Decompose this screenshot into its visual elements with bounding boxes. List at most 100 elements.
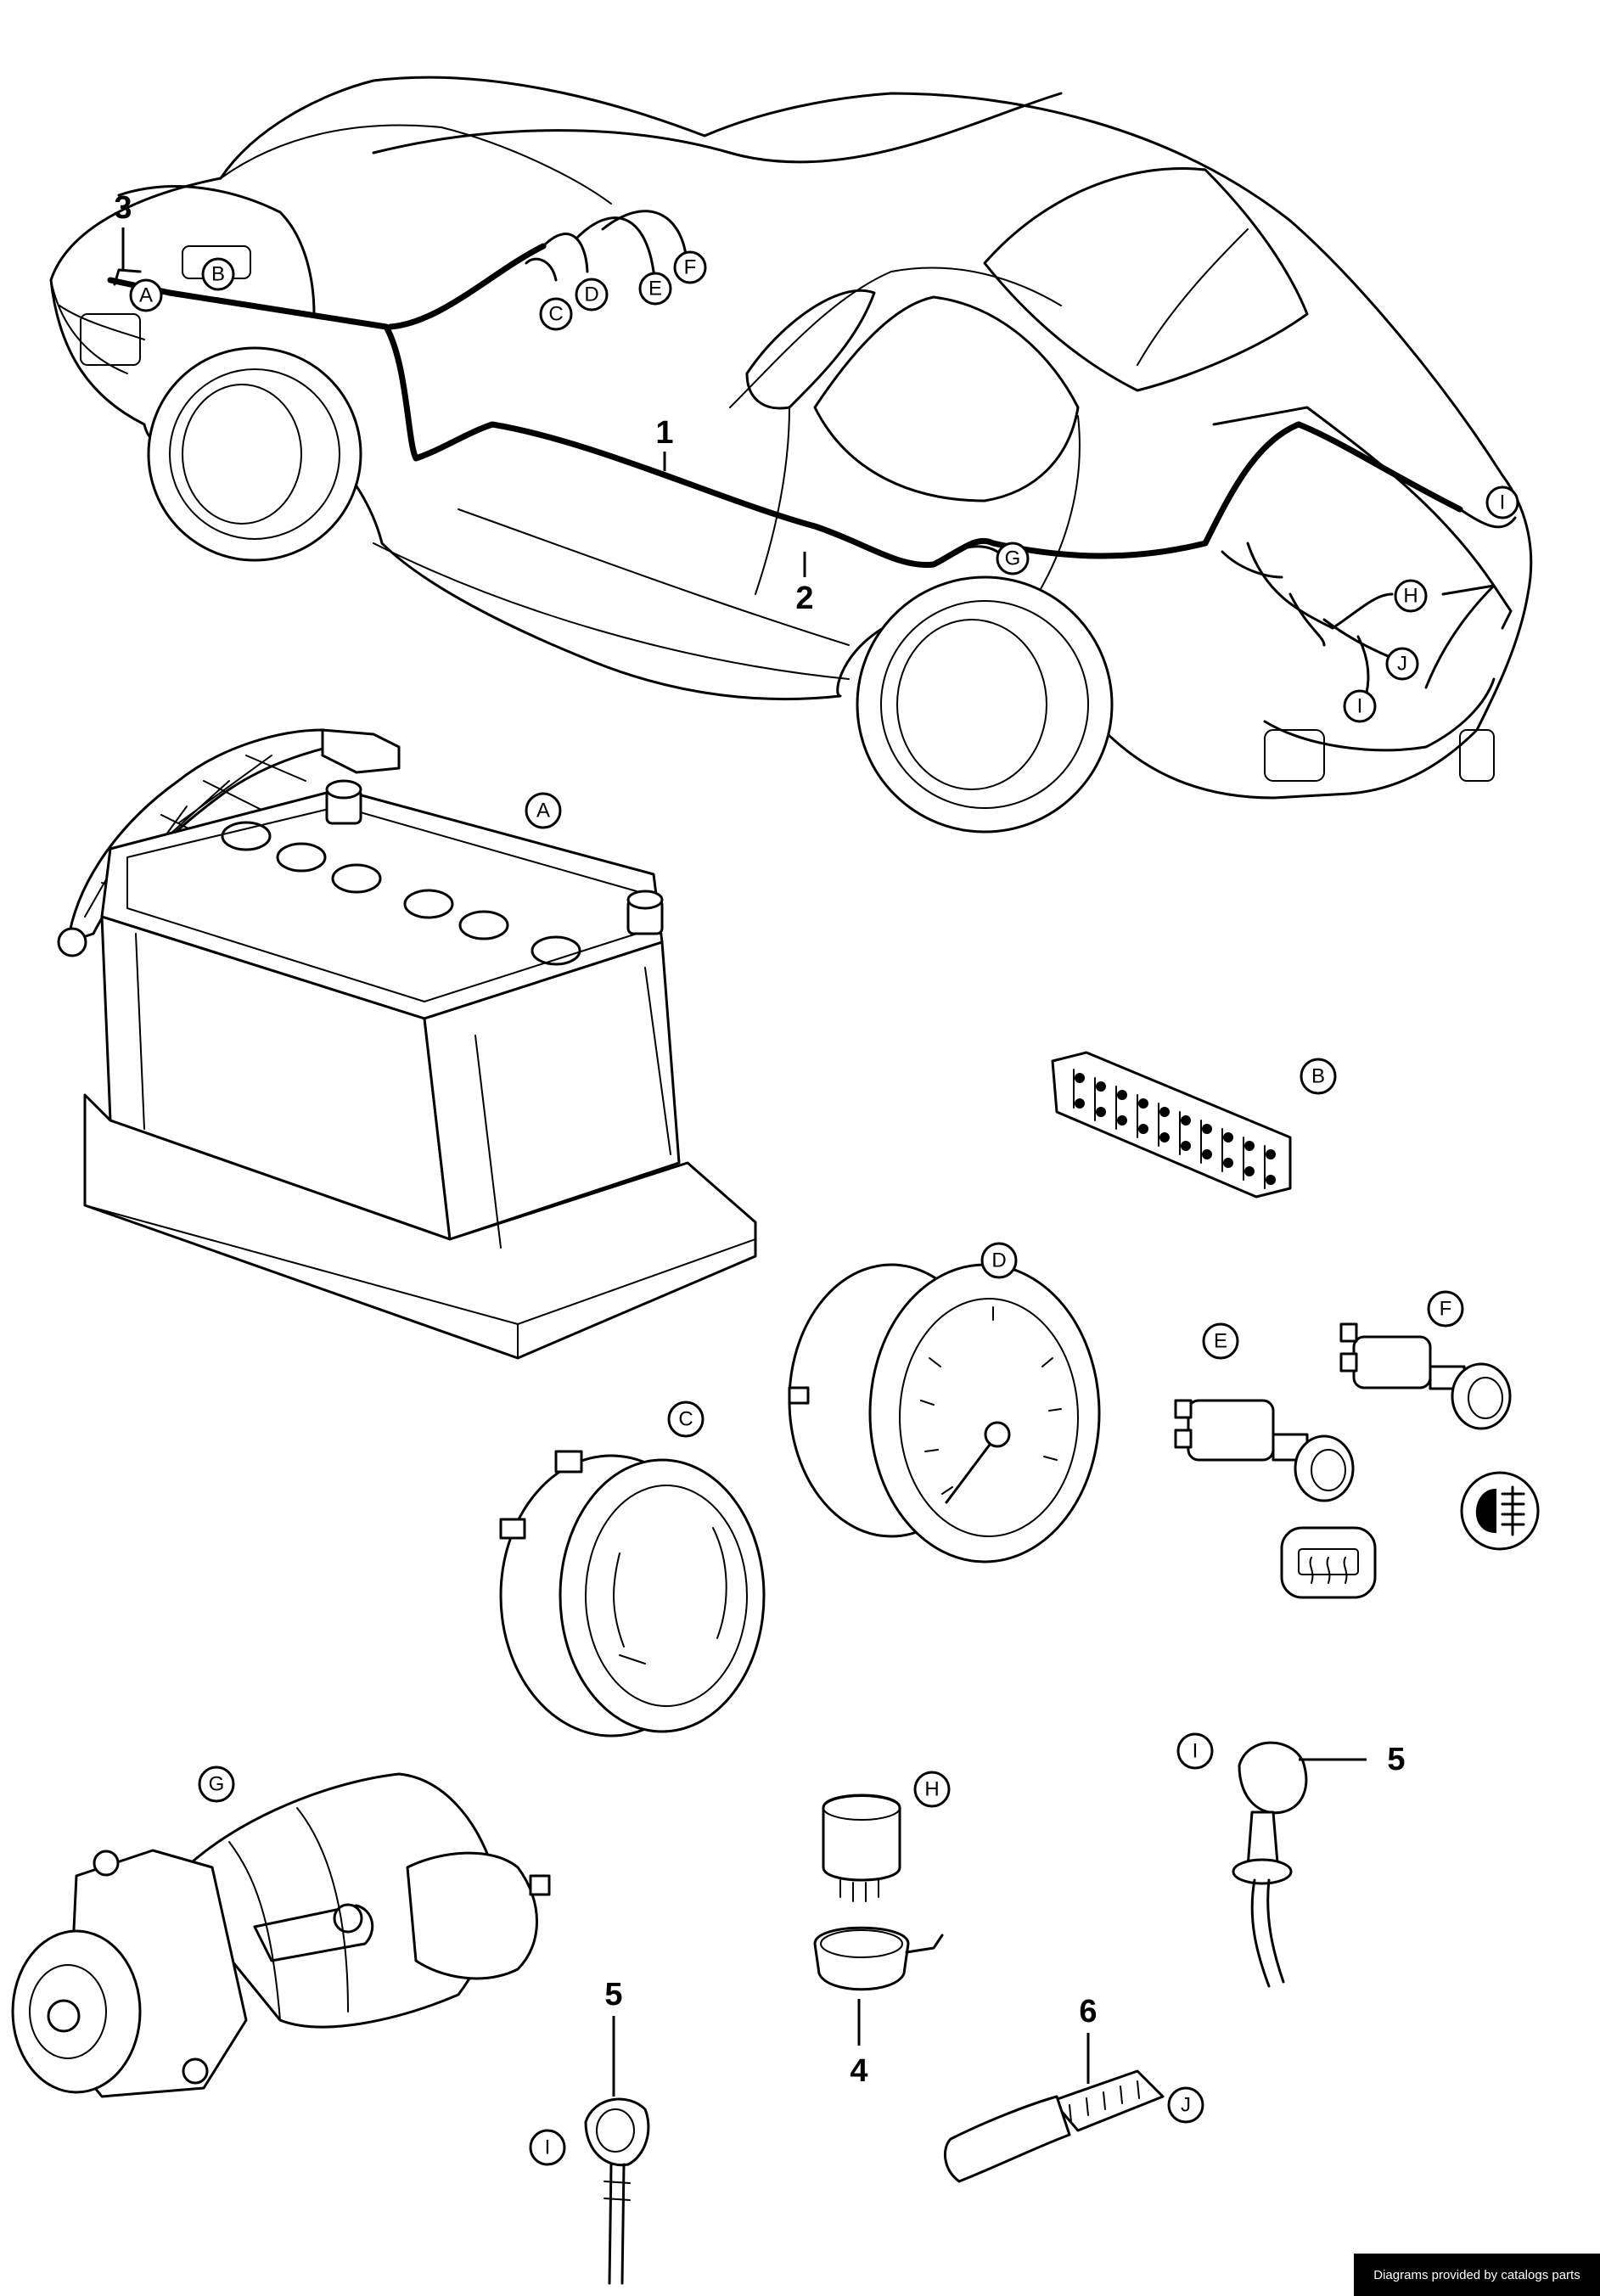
branch-wire-D (542, 233, 589, 273)
gauge-D-terminal (788, 1386, 810, 1405)
car-callout-I-top: I (1485, 486, 1519, 519)
part-callout-D: D (980, 1242, 1018, 1279)
switch-E-body (1187, 1399, 1275, 1462)
switch-E-knob-inner (1311, 1449, 1346, 1491)
part-callout-G: G (198, 1766, 235, 1803)
relay-socket-top (820, 1929, 903, 1958)
gauge-C-bezel (559, 1458, 766, 1733)
switch-F-terminal-b (1339, 1352, 1358, 1373)
fuse-box-terminals (1075, 1073, 1276, 1185)
car-windshield-inner (1137, 228, 1249, 366)
plug-I-left-socket (596, 2108, 635, 2153)
starter-body-lines (228, 1807, 349, 2021)
battery-side (423, 940, 681, 1241)
branch-wire-F (601, 210, 688, 256)
battery-base-edge (84, 1204, 756, 1359)
svg-text:H: H (924, 1778, 939, 1801)
car-side-window-rear (745, 289, 876, 410)
svg-text:B: B (1311, 1065, 1325, 1088)
svg-text:H: H (1403, 585, 1418, 608)
car-rear-glass (220, 124, 612, 205)
car-rear-light (80, 313, 141, 366)
car-callout-B: B (201, 257, 235, 291)
svg-text:B: B (211, 263, 225, 286)
gauge-C-scales (613, 1527, 727, 1664)
car-front-hood (1212, 406, 1496, 689)
part-callout-A: A (525, 792, 562, 829)
gauge-D-face (899, 1298, 1079, 1537)
svg-text:A: A (536, 800, 550, 822)
switch-E-knob (1294, 1434, 1355, 1502)
car-callout-F: F (673, 250, 707, 284)
part-callout-I-right: I (1176, 1732, 1214, 1770)
svg-text:C: C (678, 1408, 693, 1431)
part-number-1: 1 (655, 415, 674, 471)
switch-E-terminal-b (1174, 1429, 1193, 1449)
plug-I-left-illustration (584, 2097, 650, 2285)
diagram-credit: Diagrams provided by catalogs parts (1354, 2254, 1600, 2296)
gauge-D-hub (984, 1421, 1011, 1448)
svg-text:I: I (545, 2136, 551, 2159)
part-number-5-left: 5 (604, 1977, 623, 2097)
battery-base (83, 1093, 757, 1360)
starter-nose-ring (29, 1964, 107, 2059)
wiring-harness-main (166, 289, 1302, 569)
switch-E-illustration (1174, 1399, 1355, 1502)
connector-J-illustration (943, 2069, 1165, 2183)
branch-wire-E (575, 216, 655, 273)
switch-F-terminal-a (1339, 1322, 1358, 1343)
car-front-bumper (1263, 584, 1513, 752)
part-number-2: 2 (795, 552, 814, 616)
svg-text:F: F (684, 256, 697, 279)
car-rear-wheel (147, 346, 362, 562)
car-callout-J: J (1385, 647, 1419, 681)
part-number-6: 6 (1079, 1994, 1098, 2084)
svg-text:G: G (1005, 547, 1021, 570)
battery-terminals (325, 779, 664, 935)
switch-F-knob (1451, 1362, 1512, 1430)
svg-text:6: 6 (1079, 1994, 1097, 2029)
starter-terminal (529, 1874, 551, 1896)
plug-I-right-cable (1250, 1878, 1285, 1988)
car-windshield (983, 167, 1309, 392)
svg-text:A: A (139, 284, 153, 307)
fuse-box-fuses (1073, 1069, 1266, 1189)
part-callout-E: E (1202, 1322, 1239, 1360)
car-callout-G: G (996, 542, 1030, 575)
svg-text:D: D (584, 283, 598, 306)
fuse-box-body (1051, 1051, 1292, 1199)
svg-text:E: E (648, 278, 662, 300)
branch-wire-I-top (1458, 508, 1517, 529)
car-callout-D: D (575, 278, 609, 312)
car-rear-bumper (50, 279, 145, 374)
car-callout-I-front: I (1343, 689, 1377, 723)
svg-text:5: 5 (604, 1977, 622, 2013)
wiring-harness-front (1295, 421, 1463, 513)
gauge-D-bezel (868, 1263, 1101, 1563)
branch-wire-front (1221, 542, 1402, 706)
car-roofline (372, 92, 1063, 164)
part-callout-H: H (913, 1771, 951, 1808)
svg-text:I: I (1357, 695, 1363, 718)
svg-text:I: I (1193, 1740, 1199, 1763)
car-body-outline (49, 76, 1533, 800)
car-front-wheel (856, 575, 1114, 834)
car-illustration (49, 76, 1533, 834)
relay-H-can-top (822, 1795, 901, 1821)
svg-text:J: J (1397, 653, 1407, 676)
rear-defrost-icon (1280, 1526, 1377, 1599)
plug-I-right-illustration (1232, 1741, 1308, 1988)
branch-wire-G (932, 545, 999, 566)
part-callout-F: F (1427, 1290, 1464, 1328)
connector-J-pins (1069, 2080, 1140, 2123)
part-number-4: 4 (850, 1999, 868, 2089)
switch-E-terminal-a (1174, 1399, 1193, 1419)
svg-text:J: J (1181, 2094, 1191, 2117)
gauge-D-illustration (788, 1263, 1101, 1563)
svg-text:F: F (1440, 1298, 1452, 1321)
car-rear-deck (117, 185, 316, 316)
connector-J-cable (943, 2095, 1071, 2183)
starter-motor-illustration (11, 1772, 551, 2098)
svg-text:D: D (991, 1249, 1006, 1272)
svg-text:C: C (548, 303, 563, 326)
